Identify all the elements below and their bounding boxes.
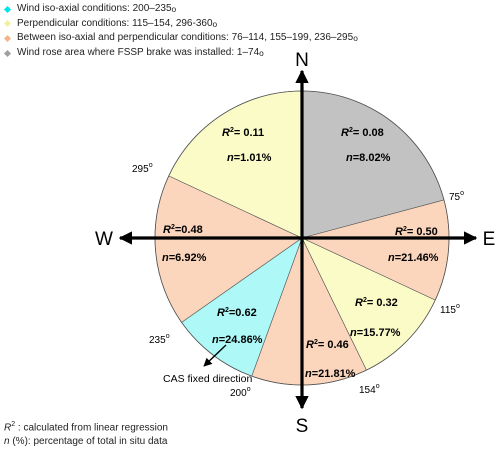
sector-r2-northwest: R2= 0.11	[222, 127, 264, 139]
legend-label: Perpendicular conditions: 115–154, 296-3…	[17, 17, 213, 29]
cas-direction-arrow	[203, 344, 227, 367]
legend-degree: o	[353, 33, 358, 44]
angle-label-115: 115o	[440, 303, 460, 316]
sector-r2-south: R2= 0.46	[306, 339, 349, 351]
angle-label-295: 295o	[132, 162, 153, 175]
compass-south-label: S	[296, 416, 309, 437]
legend-item-between: Between iso-axial and perpendicular cond…	[3, 31, 358, 46]
compass-west-label: W	[95, 229, 113, 250]
legend-degree: o	[171, 4, 177, 14]
note-n-text: (%): percentage of total in situ data	[9, 436, 168, 448]
note-r2-symbol: R	[4, 422, 12, 434]
sector-r2-iso-axial: R2=0.62	[217, 307, 257, 319]
angle-label-75: 75o	[449, 190, 464, 203]
note-n: n (%): percentage of total in situ data	[4, 435, 168, 449]
note-r2: R2 : calculated from linear regression	[4, 418, 168, 435]
angle-label-235: 235o	[149, 333, 170, 346]
note-r2-exp: 2	[11, 421, 16, 428]
legend-degree: o	[259, 47, 264, 58]
sector-n-south: n=21.81%	[305, 368, 356, 380]
sector-r2-fssp: R2= 0.08	[341, 127, 384, 139]
legend-label: Between iso-axial and perpendicular cond…	[17, 32, 354, 44]
legend-degree: o	[212, 18, 218, 29]
note-n-symbol: n	[4, 436, 10, 448]
sector-n-east: n=21.46%	[388, 252, 439, 264]
legend-label: Wind iso-axial conditions: 200–235	[17, 3, 172, 14]
compass-east-label: E	[483, 229, 496, 250]
legend-item-perpendicular: Perpendicular conditions: 115–154, 296-3…	[3, 17, 358, 32]
sector-n-southeast: n=15.77%	[350, 327, 401, 339]
notes: R2 : calculated from linear regression n…	[4, 418, 168, 449]
cas-direction-label: CAS fixed direction	[163, 373, 252, 385]
sector-n-northwest: n=1.01%	[227, 152, 272, 164]
legend-item-fssp: Wind rose area where FSSP brake was inst…	[3, 46, 358, 61]
angle-label-154: 154o	[359, 383, 380, 396]
sector-r2-west: R2=0.48	[163, 224, 203, 236]
sector-r2-southeast: R2= 0.32	[355, 297, 398, 309]
compass-north-label: N	[295, 50, 309, 71]
sector-n-iso-axial: n=24.86%	[212, 334, 263, 346]
sector-n-fssp: n=8.02%	[346, 152, 391, 164]
sector-n-west: n=6.92%	[162, 252, 207, 264]
sector-r2-east: R2= 0.50	[395, 226, 438, 238]
angle-label-200: 200o	[230, 386, 251, 399]
note-r2-text: : calculated from linear regression	[15, 422, 168, 434]
legend-label: Wind rose area where FSSP brake was inst…	[17, 46, 260, 58]
